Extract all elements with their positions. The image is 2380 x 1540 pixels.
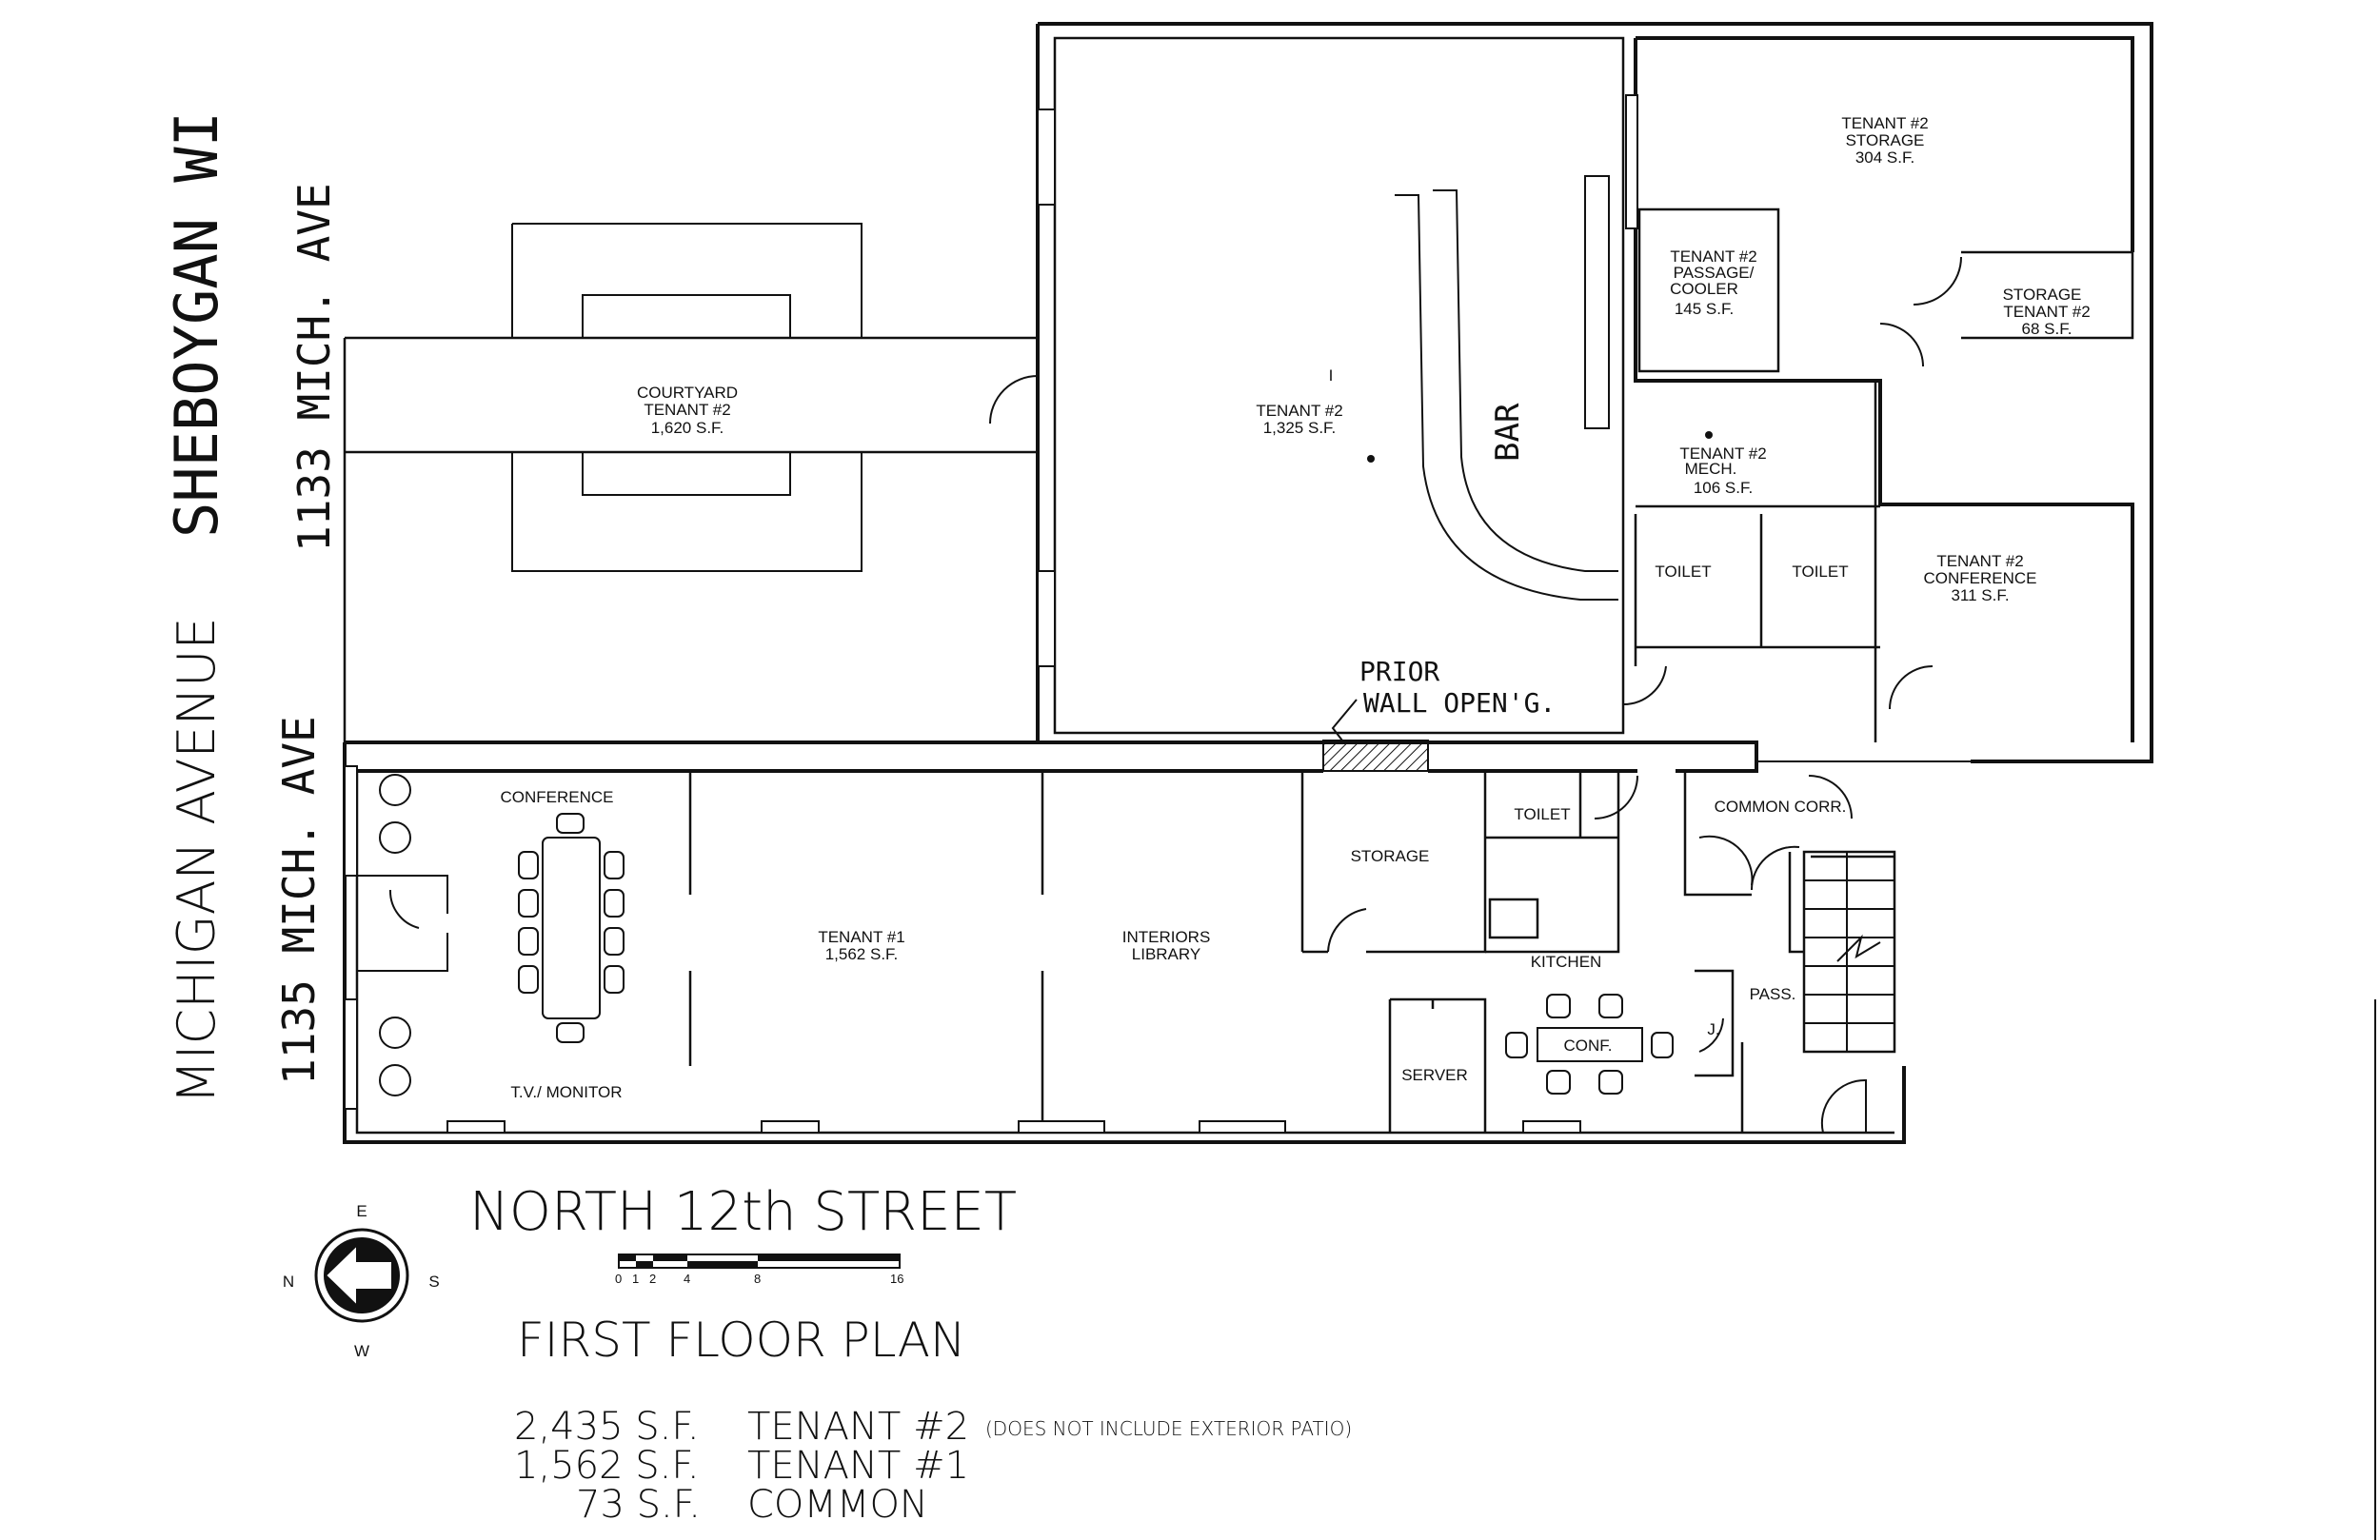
marker-i: I bbox=[1329, 366, 1334, 385]
mech-area: 106 S.F. bbox=[1694, 479, 1753, 497]
courtyard-area-value: 1,620 S.F. bbox=[651, 419, 724, 437]
tv-monitor-label: T.V./ MONITOR bbox=[510, 1083, 622, 1101]
bar-handnote: BAR bbox=[1489, 403, 1527, 462]
prior-opening-arrow bbox=[1331, 699, 1358, 741]
toilet-b-label: TOILET bbox=[1792, 563, 1848, 581]
summary-label-2: TENANT #1 bbox=[747, 1444, 969, 1488]
passage-area: 145 S.F. bbox=[1675, 300, 1734, 318]
conference311-area: 311 S.F. bbox=[1951, 586, 2009, 604]
storage304-line1: TENANT #2 bbox=[1841, 114, 1928, 132]
mech-line1: TENANT #2 bbox=[1679, 444, 1766, 463]
scale-tick-8: 8 bbox=[754, 1272, 761, 1286]
point-marker-mech bbox=[1705, 431, 1713, 439]
street-label-michigan-avenue: MICHIGAN AVENUE bbox=[167, 617, 227, 1104]
summary-label-1: TENANT #2 bbox=[747, 1405, 969, 1449]
common-corridor-label: COMMON CORR. bbox=[1715, 798, 1847, 816]
compass-n: N bbox=[283, 1273, 294, 1291]
scale-tick-1: 1 bbox=[632, 1272, 639, 1286]
mech-line2: MECH. bbox=[1685, 460, 1737, 478]
toilet-a-label: TOILET bbox=[1655, 563, 1711, 581]
prior-wall-opening bbox=[1322, 740, 1429, 772]
compass-w: W bbox=[354, 1342, 369, 1360]
summary-area-3: 73 S.F. bbox=[576, 1483, 701, 1527]
scale-tick-4: 4 bbox=[684, 1272, 690, 1286]
scale-tick-2: 2 bbox=[649, 1272, 656, 1286]
tenant2-main-label: TENANT #2 bbox=[1256, 402, 1342, 420]
compass-s: S bbox=[428, 1273, 439, 1291]
conference-table-set bbox=[379, 774, 625, 1096]
passage-line3: COOLER bbox=[1670, 280, 1738, 298]
passage-line1: TENANT #2 bbox=[1670, 247, 1756, 266]
pass-label: PASS. bbox=[1750, 985, 1796, 1003]
summary-label-3: COMMON bbox=[747, 1483, 928, 1527]
storage304-line2: STORAGE bbox=[1846, 131, 1925, 149]
small-conference-table-set bbox=[1505, 994, 1674, 1095]
storage68-line2: TENANT #2 bbox=[2003, 303, 2090, 321]
tenant2-building-walls bbox=[989, 22, 2153, 763]
summary-note-1: (DOES NOT INCLUDE EXTERIOR PATIO) bbox=[985, 1417, 1352, 1440]
janitor-label: J. bbox=[1707, 1020, 1719, 1038]
summary-area-1: 2,435 S.F. bbox=[514, 1405, 700, 1449]
library-label-line2: LIBRARY bbox=[1132, 945, 1200, 963]
tenant1-building-walls bbox=[343, 740, 1906, 1144]
city-label: SHEBOYGAN WI bbox=[162, 111, 231, 538]
summary-area-2: 1,562 S.F. bbox=[514, 1444, 700, 1488]
address-upper-label: 1133 MICH. AVE bbox=[288, 183, 340, 552]
address-lower-label: 1135 MICH. AVE bbox=[273, 716, 325, 1085]
conference311-line1: TENANT #2 bbox=[1936, 552, 2023, 570]
passage-line2: PASSAGE/ bbox=[1674, 264, 1755, 282]
courtyard-area bbox=[343, 223, 1038, 742]
storage304-area: 304 S.F. bbox=[1855, 148, 1914, 167]
conference-label: CONFERENCE bbox=[500, 788, 613, 806]
library-label-line1: INTERIORS bbox=[1122, 928, 1211, 946]
courtyard-label-line1: COURTYARD bbox=[637, 384, 738, 402]
storage-label: STORAGE bbox=[1351, 847, 1430, 865]
prior-handnote-line1: PRIOR bbox=[1359, 656, 1439, 687]
tenant1-area: 1,562 S.F. bbox=[825, 945, 899, 963]
tenant2-main-area: 1,325 S.F. bbox=[1263, 419, 1337, 437]
storage68-line1: STORAGE bbox=[2003, 286, 2082, 304]
point-marker bbox=[1367, 455, 1375, 463]
scale-tick-0: 0 bbox=[615, 1272, 622, 1286]
north-arrow-compass bbox=[314, 1228, 409, 1323]
storage68-area: 68 S.F. bbox=[2022, 320, 2073, 338]
conference311-line2: CONFERENCE bbox=[1923, 569, 2036, 587]
street-label-north-12th: NORTH 12th STREET bbox=[469, 1181, 1017, 1243]
prior-handnote-line2: WALL OPEN'G. bbox=[1363, 687, 1556, 719]
toilet-c-label: TOILET bbox=[1514, 805, 1570, 823]
tenant1-label: TENANT #1 bbox=[818, 928, 904, 946]
courtyard-label-line2: TENANT #2 bbox=[644, 401, 730, 419]
scale-tick-16: 16 bbox=[890, 1272, 903, 1286]
bar-counter bbox=[1395, 175, 1618, 601]
server-label: SERVER bbox=[1401, 1066, 1468, 1084]
compass-e: E bbox=[356, 1202, 367, 1220]
small-conference-label: CONF. bbox=[1564, 1037, 1613, 1055]
plan-title: FIRST FLOOR PLAN bbox=[517, 1313, 965, 1368]
kitchen-label: KITCHEN bbox=[1531, 953, 1602, 971]
scale-bar bbox=[618, 1254, 901, 1269]
